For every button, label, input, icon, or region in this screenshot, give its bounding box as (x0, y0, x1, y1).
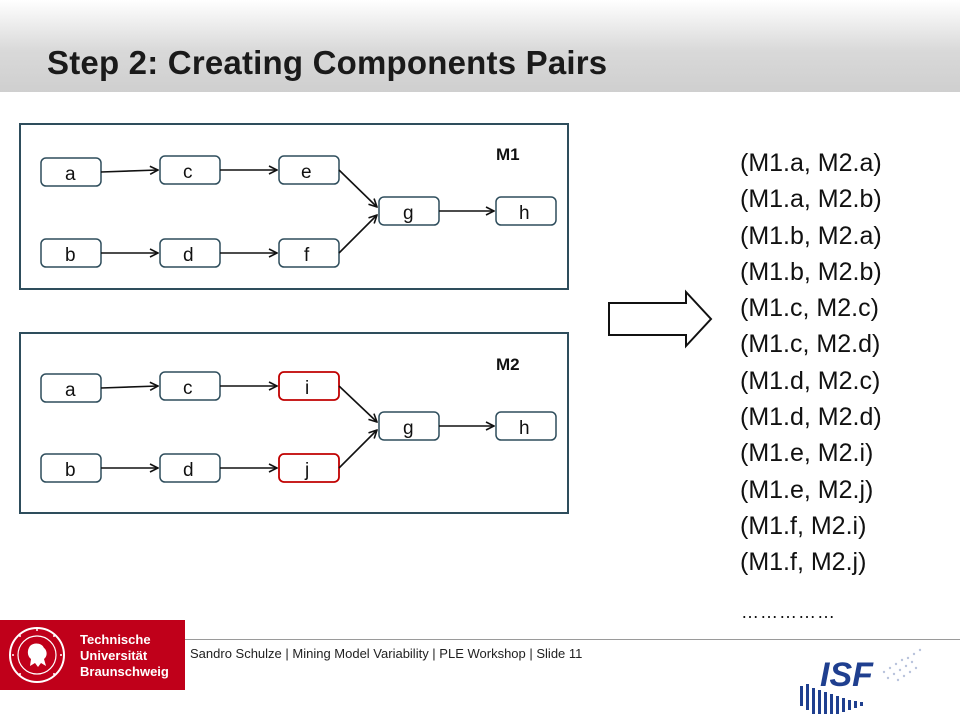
svg-text:b: b (65, 245, 76, 266)
header-band (0, 0, 960, 92)
m2-edge-i-g (338, 385, 377, 422)
m1-node-d: d (159, 238, 221, 268)
m1-edge-e-g (338, 169, 377, 207)
m2-node-j: j (278, 453, 340, 483)
svg-text:b: b (65, 460, 76, 481)
pair-item: (M1.b, M2.a) (740, 221, 882, 250)
pair-item: (M1.e, M2.i) (740, 439, 874, 468)
slide-title: Step 2: Creating Components Pairs (47, 44, 608, 81)
svg-text:g: g (403, 203, 414, 224)
m1-node-b: b (40, 238, 102, 268)
m2-edge-j-g (338, 430, 377, 469)
pair-item: (M1.a, M2.b) (740, 185, 882, 214)
svg-text:a: a (65, 380, 76, 401)
model-m1-label: M1 (496, 145, 520, 164)
isf-logo-text: ISF (820, 656, 874, 694)
model-m2-label: M2 (496, 355, 520, 374)
m2-node-b: b (40, 453, 102, 483)
component-pairs-list: (M1.a, M2.a) (M1.a, M2.b) (M1.b, M2.a) (… (740, 145, 882, 581)
m1-node-g: g (378, 196, 440, 226)
model-m2-frame (19, 332, 569, 514)
m2-node-d: d (159, 453, 221, 483)
pair-item: (M1.c, M2.c) (740, 294, 879, 323)
m1-node-a: a (40, 157, 102, 187)
svg-text:d: d (183, 245, 194, 266)
svg-text:c: c (183, 378, 193, 399)
m2-node-i: i (278, 371, 340, 401)
svg-text:g: g (403, 418, 414, 439)
m1-node-h: h (495, 196, 557, 226)
pair-item: (M1.d, M2.c) (740, 366, 881, 395)
model-m2: M2 a b c d i j g h (19, 332, 569, 514)
m2-node-c: c (159, 371, 221, 401)
m1-edge-f-g (338, 215, 377, 254)
pair-item: (M1.f, M2.i) (740, 511, 867, 540)
pair-item: (M1.d, M2.d) (740, 403, 882, 432)
university-seal-icon (9, 627, 65, 683)
svg-text:h: h (519, 203, 530, 224)
pair-item: (M1.f, M2.j) (740, 548, 867, 577)
m2-node-g: g (378, 411, 440, 441)
university-line: Braunschweig (80, 664, 169, 679)
m2-node-h: h (495, 411, 557, 441)
university-line: Technische (80, 632, 151, 647)
svg-text:d: d (183, 460, 194, 481)
svg-text:i: i (305, 378, 309, 399)
m2-node-a: a (40, 373, 102, 403)
m1-node-e: e (278, 155, 340, 185)
svg-text:e: e (301, 162, 312, 183)
footer-text: Sandro Schulze | Mining Model Variabilit… (190, 646, 583, 661)
model-m1-frame (19, 123, 569, 290)
pair-item: (M1.a, M2.a) (740, 149, 882, 177)
footer-divider (185, 639, 960, 640)
svg-text:c: c (183, 162, 193, 183)
m1-node-f: f (278, 238, 340, 268)
svg-text:h: h (519, 418, 530, 439)
block-arrow-right (608, 289, 713, 349)
svg-text:a: a (65, 164, 76, 185)
m1-node-c: c (159, 155, 221, 185)
svg-text:f: f (304, 245, 310, 266)
m1-edge-a-c (100, 170, 158, 172)
pair-item: (M1.c, M2.d) (740, 330, 881, 359)
m2-edge-a-c (100, 386, 158, 388)
svg-text:j: j (304, 460, 309, 481)
model-m1: M1 a b c d e f g h (19, 123, 569, 290)
tu-braunschweig-logo: Technische Universität Braunschweig (0, 620, 185, 690)
isf-logo: ISF (800, 648, 922, 714)
pair-item: (M1.b, M2.b) (740, 257, 882, 286)
pairs-ellipsis: …………… (741, 602, 836, 622)
university-line: Universität (80, 648, 148, 663)
pair-item: (M1.e, M2.j) (740, 475, 874, 504)
university-name: Technische Universität Braunschweig (80, 632, 169, 680)
